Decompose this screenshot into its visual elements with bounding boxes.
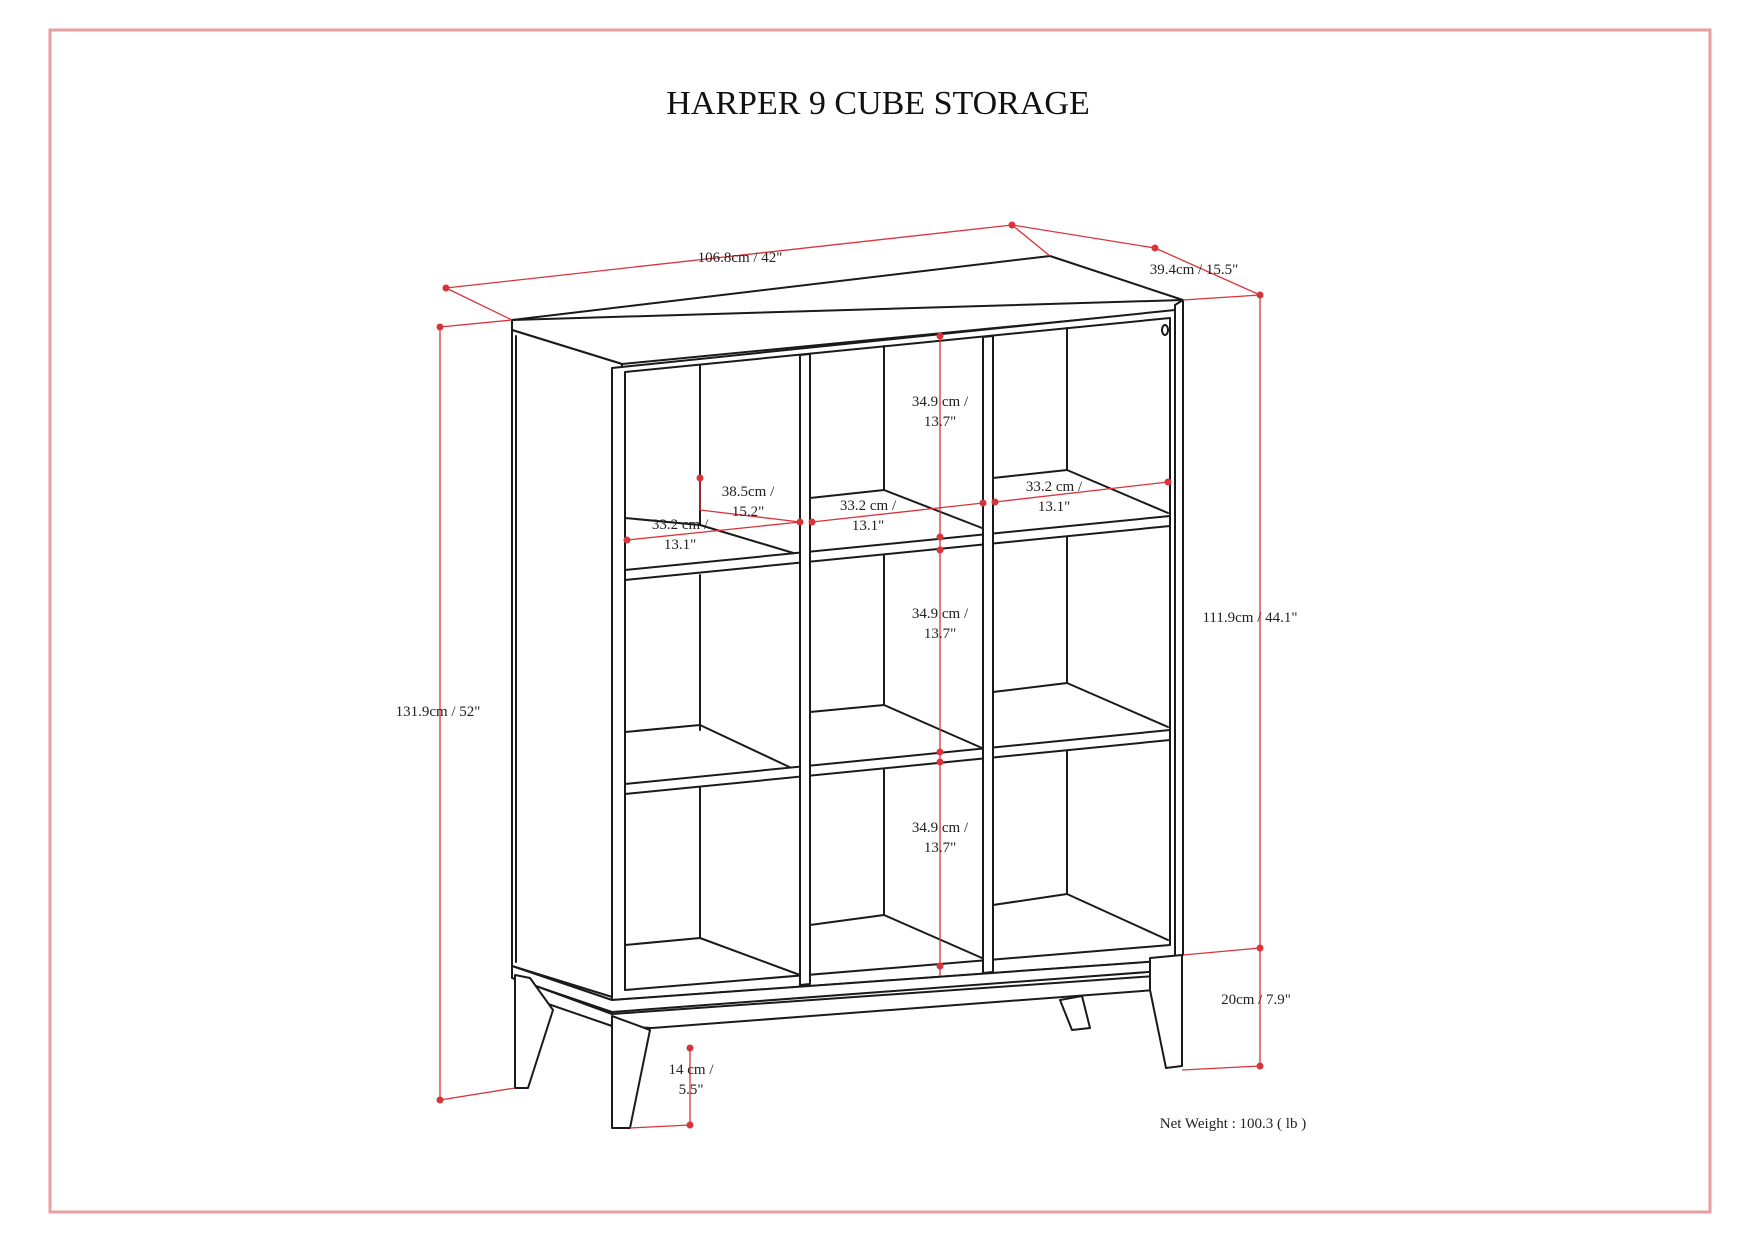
cube-height-bottom-line2: 13.7": [924, 840, 956, 856]
dimension-labels: 106.8cm / 42" 39.4cm / 15.5" 131.9cm / 5…: [396, 250, 1298, 1098]
cube-height-top-line2: 13.7": [924, 414, 956, 430]
leg-height-label: 20cm / 7.9": [1221, 992, 1291, 1008]
overall-depth-label: 39.4cm / 15.5": [1150, 262, 1239, 278]
cube-width-left-line2: 13.1": [664, 537, 696, 553]
cube-width-left-line1: 33.2 cm /: [652, 517, 709, 533]
cube-depth-line1: 38.5cm /: [722, 484, 775, 500]
cube-width-right-line2: 13.1": [1038, 499, 1070, 515]
leg-width-label-line1: 14 cm /: [669, 1062, 715, 1078]
cube-depth-line2: 15.2": [732, 504, 764, 520]
cube-width-center-line2: 13.1": [852, 518, 884, 534]
cube-storage-drawing: [511, 255, 1184, 1129]
page-title: HARPER 9 CUBE STORAGE: [666, 85, 1090, 122]
overall-width-label: 106.8cm / 42": [698, 250, 783, 266]
cube-height-bottom-line1: 34.9 cm /: [912, 820, 969, 836]
body-height-label: 111.9cm / 44.1": [1202, 610, 1297, 626]
cube-height-mid-line1: 34.9 cm /: [912, 606, 969, 622]
net-weight-note: Net Weight : 100.3 ( lb ): [1160, 1116, 1306, 1132]
cube-height-mid-line2: 13.7": [924, 626, 956, 642]
cube-height-top-line1: 34.9 cm /: [912, 394, 969, 410]
page-border: [48, 28, 1712, 1214]
dimension-lines: [436, 221, 1264, 1129]
cube-width-right-line1: 33.2 cm /: [1026, 479, 1083, 495]
cube-width-center-line1: 33.2 cm /: [840, 498, 897, 514]
overall-height-label: 131.9cm / 52": [396, 704, 481, 720]
leg-width-label-line2: 5.5": [679, 1082, 704, 1098]
